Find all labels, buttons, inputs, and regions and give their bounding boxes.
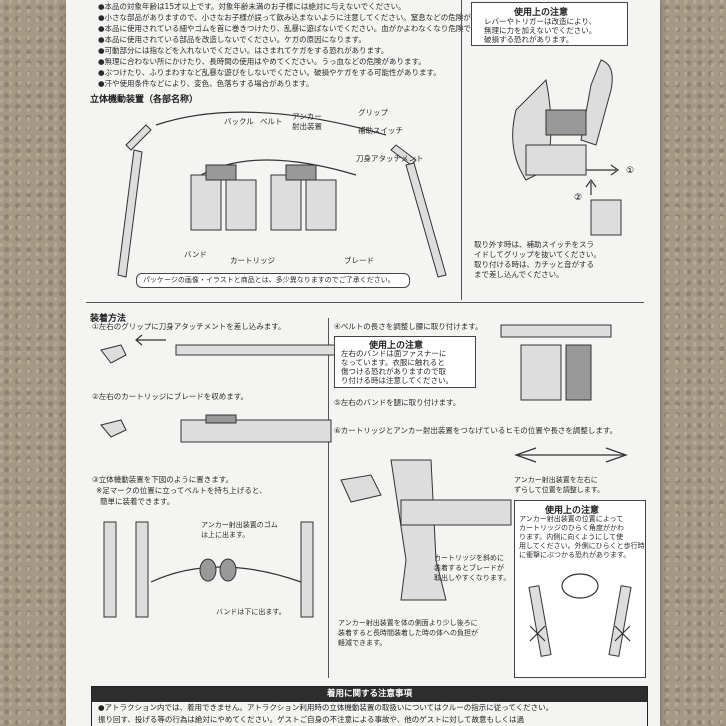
anchor-adjust-note: ずらして位置を調整します。 bbox=[514, 486, 605, 494]
step-5: ⑤左右のバンドを腿に取り付けます。 bbox=[334, 398, 461, 407]
cartridge-tilt-note: 取出しやすくなります。 bbox=[434, 574, 511, 582]
label-blade-attachment: 刀身アタッチメント bbox=[356, 154, 424, 163]
label-grip: グリップ bbox=[358, 108, 388, 117]
caution-line: カートリッジのひらく角度がかわ bbox=[519, 524, 624, 532]
anchor-side-note: アンカー射出装置を体の側面より少し後ろに bbox=[338, 619, 478, 627]
precaution-line: ●アトラクション内では、着用できません。アトラクション利用時の立体機動装置の取扱… bbox=[98, 703, 554, 712]
grip-illustration: ① ② bbox=[512, 59, 634, 236]
anchor-side-note: 軽減できます。 bbox=[338, 639, 387, 647]
wrong-position-illustration bbox=[528, 573, 632, 657]
caution-box-2: 使用上の注意 左右のバンドは面ファスナーに なっています。衣服に触れると 傷つけ… bbox=[334, 336, 476, 388]
step-3: ③立体機動装置を下図のように置きます。 bbox=[92, 475, 233, 484]
parts-heading: 立体機動装置（各部名称） bbox=[90, 95, 199, 105]
caution-line: 用してください。外側にひらくと歩行時 bbox=[519, 542, 645, 550]
precautions-title: 着用に関する注意事項 bbox=[92, 687, 647, 702]
warning-line: ●本品に使用されている部品を改造しないでください。ケガの原因になります。 bbox=[98, 35, 366, 44]
rubber-note: アンカー射出装置のゴム bbox=[201, 521, 278, 529]
caution-box-1: 使用上の注意 レバーやトリガーは改造により、 無理に力を加えないでください。 破… bbox=[471, 2, 628, 46]
step-2-illustration bbox=[100, 414, 332, 443]
label-blade: ブレード bbox=[344, 256, 374, 265]
caution-line: ります。内側に向くようにして使 bbox=[519, 533, 624, 541]
warning-line: ●汗や使用条件などにより、変色、色落ちする場合があります。 bbox=[98, 79, 314, 88]
anchor-shift-illustration bbox=[514, 447, 628, 463]
note-line: 取り外す時は、補助スイッチをスラ bbox=[474, 240, 594, 249]
warning-line: ●ぶつけたり、ふりまわすなど乱暴な遊びをしないでください。破損やケガをする可能性… bbox=[98, 68, 441, 77]
warning-line: ●小さな部品がありますので、小さなお子様が誤って飲み込まないように注意してくださ… bbox=[98, 13, 508, 22]
anchor-adjust-note: アンカー射出装置を左右に bbox=[514, 476, 598, 484]
caution-box-3: 使用上の注意 アンカー射出装置の位置によって カートリッジのひらく角度がかわ り… bbox=[514, 500, 646, 678]
step-3-note: ※足マークの位置に立ってベルトを持ち上げると、 bbox=[96, 486, 267, 495]
anchor-side-note: 装着すると長時間装着した時の体への負担が bbox=[338, 629, 478, 637]
section-divider bbox=[328, 318, 329, 678]
warning-line: ●可動部分には指などを入れないでください。はさまれてケガをする恐れがあります。 bbox=[98, 46, 389, 55]
band-note: バンドは下に出ます。 bbox=[216, 608, 286, 616]
caution-line: 無理に力を加えないでください。 bbox=[484, 26, 597, 35]
warning-line: ●本品の対象年齢は15才以上です。対象年齢未満のお子様には絶対に与えないでくださ… bbox=[98, 2, 406, 11]
section-divider bbox=[461, 0, 462, 300]
warning-line: ●無理に合わない所にかけたり、長時間の使用はやめてください。うっ血などの危険があ… bbox=[98, 57, 426, 66]
caution-line: 左右のバンドは面ファスナーに bbox=[341, 349, 447, 358]
step-1-illustration bbox=[100, 334, 337, 364]
wearing-heading: 装着方法 bbox=[90, 314, 127, 324]
step-3-illustration bbox=[103, 521, 314, 618]
caution-line: り付ける時は注意してください。 bbox=[341, 376, 454, 385]
step-marker: ① bbox=[626, 166, 634, 176]
label-aux-switch: 補助スイッチ bbox=[358, 126, 403, 135]
label-buckle: バックル bbox=[224, 117, 254, 126]
note-line: まで差し込んでください。 bbox=[474, 270, 564, 279]
instruction-sheet: ●本品の対象年齢は15才以上です。対象年齢未満のお子様には絶対に与えないでくださ… bbox=[66, 0, 660, 726]
step-6-illustration bbox=[340, 459, 512, 601]
step-2: ②左右のカートリッジにブレードを収めます。 bbox=[92, 392, 248, 401]
caution-title: 使用上の注意 bbox=[369, 341, 424, 351]
note-line: イドしてグリップを抜いてください。 bbox=[474, 250, 601, 259]
device-parts-illustration bbox=[117, 111, 447, 278]
label-anchor: アンカー 射出装置 bbox=[292, 112, 322, 131]
cartridge-tilt-note: 装着するとブレードが bbox=[434, 564, 504, 572]
step-1: ①左右のグリップに刀身アタッチメントを差し込みます。 bbox=[92, 322, 286, 331]
package-note: パッケージの画像・イラストと商品とは、多少異なりますのでご了承ください。 bbox=[143, 276, 395, 284]
cartridge-tilt-note: カートリッジを斜めに bbox=[434, 554, 504, 562]
package-note-box: パッケージの画像・イラストと商品とは、多少異なりますのでご了承ください。 bbox=[136, 273, 410, 288]
caution-line: 傷つける恐れがありますので取 bbox=[341, 367, 446, 376]
step-6: ⑥カートリッジとアンカー射出装置をつなげているヒモの位置や長さを調整します。 bbox=[334, 426, 618, 435]
section-divider bbox=[86, 302, 644, 303]
label-cartridge: カートリッジ bbox=[230, 256, 275, 265]
rubber-note: は上に出ます。 bbox=[201, 531, 250, 539]
label-band: バンド bbox=[184, 250, 207, 259]
precaution-line: 振り回す、投げる等の行為は絶対にやめてください。ゲストご自身の不注意による事故や… bbox=[98, 715, 524, 724]
caution-line: に衝撃にぶつかる恐れがあります。 bbox=[519, 551, 631, 559]
step-marker: ② bbox=[574, 193, 582, 203]
label-belt: ベルト bbox=[260, 117, 283, 126]
step-4: ④ベルトの長さを調整し腰に取り付けます。 bbox=[334, 322, 483, 331]
step-3-note: 簡単に装着できます。 bbox=[100, 497, 175, 506]
caution-line: レバーやトリガーは改造により、 bbox=[484, 17, 597, 26]
caution-line: 破損する恐れがあります。 bbox=[484, 35, 574, 44]
note-line: 取り付ける時は、カチッと音がする bbox=[474, 260, 594, 269]
step-4-illustration bbox=[500, 324, 612, 401]
caution-title: 使用上の注意 bbox=[545, 506, 600, 516]
caution-line: なっています。衣服に触れると bbox=[341, 358, 445, 367]
warning-line: ●本品に使用されている細やゴムを首に巻きつけたり、乱暴に遊ばないでください。血が… bbox=[98, 24, 486, 33]
caution-title: 使用上の注意 bbox=[514, 8, 569, 18]
caution-line: アンカー射出装置の位置によって bbox=[519, 515, 624, 523]
wearing-precautions: 着用に関する注意事項 ●アトラクション内では、着用できません。アトラクション利用… bbox=[91, 686, 648, 726]
